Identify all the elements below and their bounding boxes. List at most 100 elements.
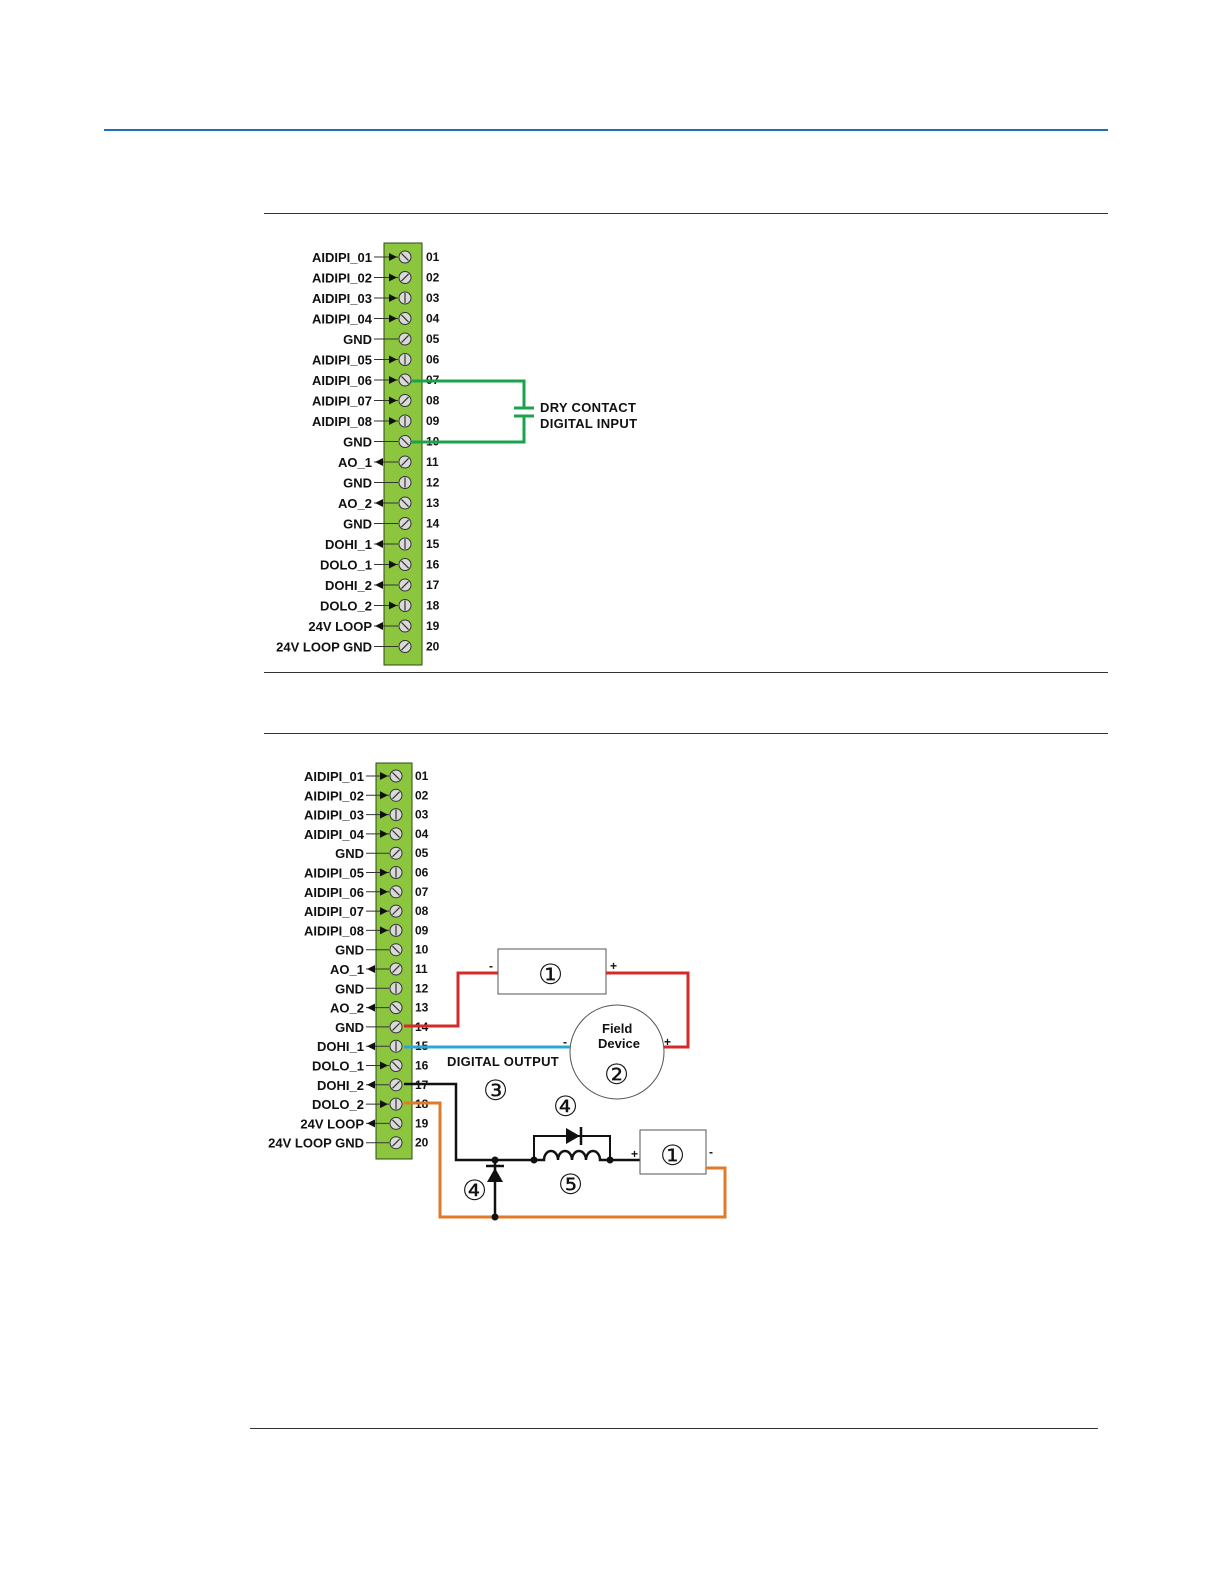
terminal-row: 24V LOOP 19 [308, 619, 439, 634]
terminal-number: 04 [415, 827, 429, 841]
power-supply-box-bottom [639, 1129, 707, 1175]
terminal-screw-slot [401, 499, 409, 507]
terminal-screw-slot [401, 335, 409, 343]
terminal-label: GND [343, 332, 372, 347]
input-arrow-icon [380, 887, 388, 896]
terminal-label: DOHI_2 [325, 578, 372, 593]
terminal-row: DOLO_2 18 [320, 599, 440, 614]
terminal-label: AIDIPI_07 [304, 904, 364, 919]
terminal-screw-slot [392, 1119, 400, 1128]
terminal-label: AIDIPI_04 [312, 312, 373, 327]
input-arrow-icon [389, 253, 397, 261]
terminal-row: AIDIPI_05 06 [312, 353, 440, 368]
terminal-label: GND [343, 517, 372, 532]
terminal-label: AIDIPI_03 [304, 808, 364, 823]
terminal-number: 07 [415, 885, 429, 899]
terminal-label: AIDIPI_05 [312, 353, 372, 368]
supply-wire-negative [404, 971, 498, 1028]
terminal-label: 24V LOOP [308, 619, 372, 634]
input-arrow-icon [380, 868, 388, 877]
supply-wire-positive [606, 971, 690, 1049]
terminal-number: 15 [426, 537, 440, 551]
terminal-label: GND [335, 1020, 364, 1035]
terminal-number: 08 [415, 904, 429, 918]
terminal-number: 01 [415, 769, 429, 783]
supply-bottom-minus: - [709, 1145, 713, 1159]
terminal-number: 16 [426, 558, 440, 572]
callout-4-bottom: ④ [462, 1175, 487, 1206]
terminal-row: DOHI_2 17 [325, 578, 440, 593]
input-arrow-icon [389, 294, 397, 302]
terminal-label: AIDIPI_01 [312, 250, 372, 265]
junction-dot [491, 1156, 499, 1164]
device-minus: - [563, 1035, 567, 1049]
terminal-label: AO_2 [338, 496, 372, 511]
output-arrow-icon [375, 499, 383, 507]
terminal-label: DOLO_2 [320, 599, 372, 614]
input-arrow-icon [389, 396, 397, 405]
callout-1-bottom: ① [660, 1140, 685, 1171]
input-arrow-icon [380, 772, 388, 780]
terminal-label: DOHI_2 [317, 1078, 364, 1093]
terminal-number: 19 [426, 619, 440, 633]
return-wire [404, 1101, 727, 1219]
terminal-screw-slot [401, 458, 409, 466]
input-arrow-icon [380, 810, 388, 819]
terminal-label: AO_2 [330, 1001, 364, 1016]
terminal-screw-slot [401, 314, 409, 323]
terminal-label: 24V LOOP [300, 1116, 364, 1131]
figure1-bottom-rule [264, 672, 1108, 673]
terminal-label: DOHI_1 [325, 537, 372, 552]
terminal-label: DOHI_1 [317, 1039, 364, 1054]
terminal-number: 09 [426, 414, 440, 428]
figure1-top-rule [264, 213, 1108, 214]
input-arrow-icon [389, 355, 397, 364]
callout-4-top: ④ [553, 1091, 578, 1122]
terminal-label: DOLO_1 [312, 1059, 364, 1074]
terminal-screw-slot [401, 581, 409, 589]
terminal-number: 18 [426, 599, 440, 613]
input-arrow-icon [380, 829, 388, 838]
terminal-label: DOLO_1 [320, 558, 372, 573]
terminal-label: GND [343, 476, 372, 491]
terminal-screw-slot [392, 1138, 400, 1147]
supply-top-minus: - [489, 959, 493, 973]
terminal-screw-slot [392, 965, 400, 973]
terminal-number: 06 [426, 353, 440, 367]
terminal-label: AIDIPI_01 [304, 769, 364, 784]
output-arrow-icon [367, 965, 375, 973]
output-arrow-icon [375, 622, 383, 630]
terminal-screw-slot [401, 519, 409, 528]
output-arrow-icon [367, 1119, 375, 1128]
callout-2: ② [604, 1059, 629, 1090]
terminal-label: AIDIPI_08 [304, 923, 364, 938]
terminal-screw-slot [392, 849, 400, 858]
terminal-screw-slot [401, 622, 409, 630]
supply-top-plus: + [610, 959, 617, 973]
terminal-row: AIDIPI_01 01 [304, 769, 429, 784]
flyback-diode [566, 1128, 580, 1144]
terminal-screw-slot [392, 791, 400, 800]
input-arrow-icon [380, 1061, 388, 1070]
terminal-screw-slot [392, 1080, 400, 1089]
terminal-number: 14 [426, 517, 440, 531]
dry-contact-wire-top [411, 379, 526, 408]
terminal-number: 17 [426, 578, 440, 592]
terminal-label: DOLO_2 [312, 1097, 364, 1112]
output-arrow-icon [367, 1080, 375, 1089]
field-device-label-line1: Field [602, 1021, 632, 1036]
